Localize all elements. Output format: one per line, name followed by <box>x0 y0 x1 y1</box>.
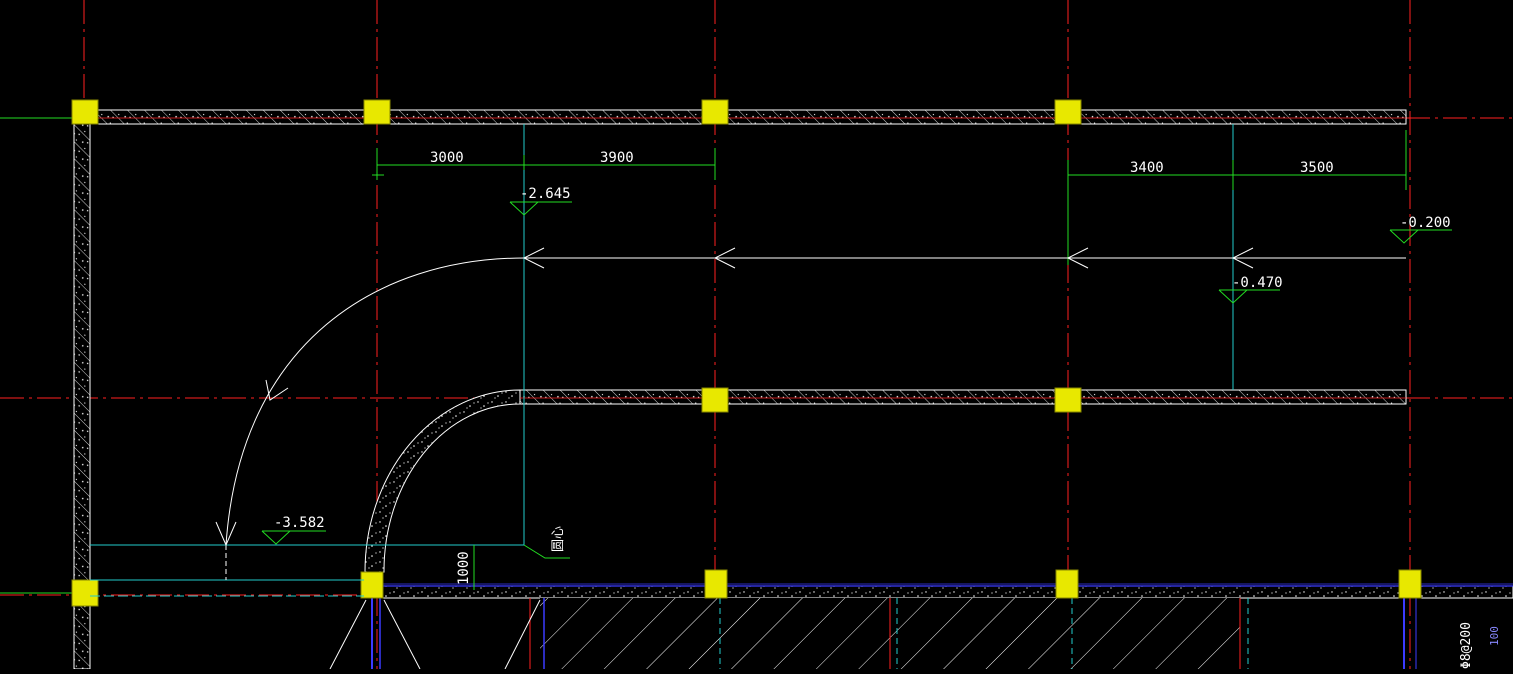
column <box>1054 99 1082 125</box>
column <box>71 99 99 125</box>
ramp-direction-arrow <box>215 247 1406 580</box>
columns <box>71 99 1422 607</box>
elevation-label: -0.470 <box>1232 275 1283 291</box>
dimension-3500: 3500 <box>1300 160 1334 176</box>
column <box>71 579 99 607</box>
column <box>1054 387 1082 413</box>
notes: 圆心 Φ8@200 100 <box>551 526 1501 669</box>
dimension-3000: 3000 <box>430 150 464 166</box>
column <box>360 571 384 599</box>
side-note: 100 <box>1488 626 1501 646</box>
wall-middle <box>519 389 1407 405</box>
column <box>1398 569 1422 599</box>
elevation-label: -2.645 <box>520 186 571 202</box>
column <box>701 99 729 125</box>
lower-hatched-area <box>329 598 1417 670</box>
dimension-lines <box>372 130 1407 265</box>
dimension-1000: 1000 <box>456 551 472 585</box>
column <box>1055 569 1079 599</box>
dimension-3400: 3400 <box>1130 160 1164 176</box>
dimension-labels: 3000 3900 3400 3500 1000 <box>430 150 1334 585</box>
column <box>363 99 391 125</box>
construction-lines <box>90 124 1234 597</box>
axis-stubs <box>0 117 75 594</box>
dimension-3900: 3900 <box>600 150 634 166</box>
rebar-note: Φ8@200 <box>1459 622 1474 669</box>
elevation-markers <box>261 201 1452 545</box>
walls <box>73 109 1513 670</box>
wall-top <box>83 109 1407 125</box>
column <box>704 569 728 599</box>
circle-center-label: 圆心 <box>551 526 566 552</box>
center-leader <box>473 544 570 590</box>
elevation-labels: -2.645 -0.200 -0.470 -3.582 <box>274 186 1451 531</box>
wall-bottom <box>371 585 1513 599</box>
column <box>701 387 729 413</box>
elevation-label: -3.582 <box>274 515 325 531</box>
elevation-label: -0.200 <box>1400 215 1451 231</box>
